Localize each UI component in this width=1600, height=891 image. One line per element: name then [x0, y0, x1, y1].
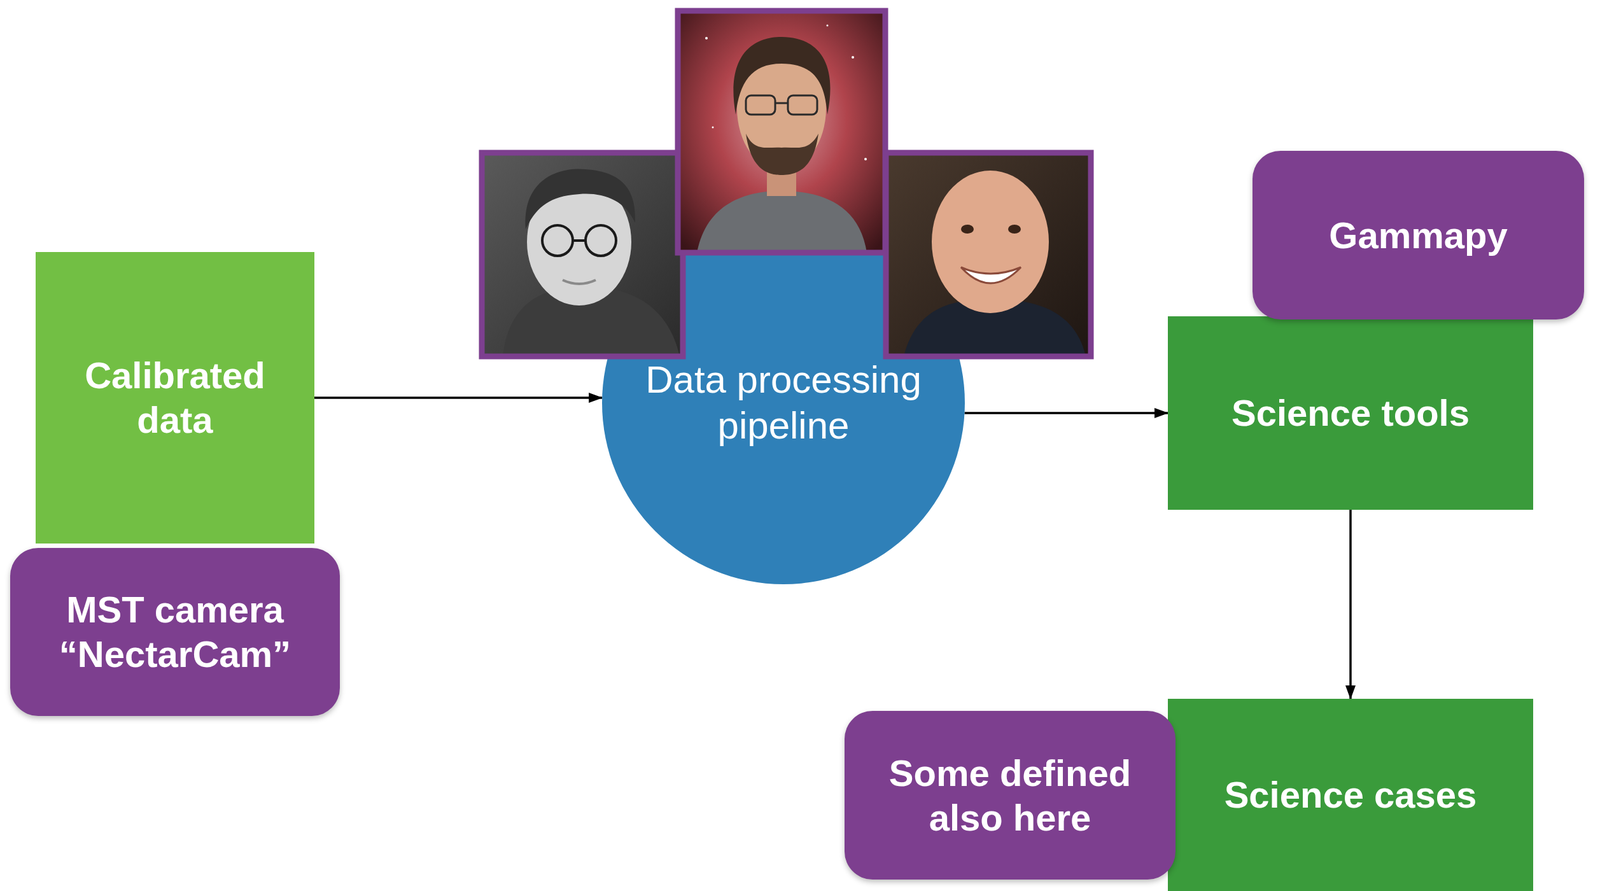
tool-tag: Gammapy [1252, 150, 1585, 320]
node-label: Science tools [1185, 390, 1516, 436]
data-box: Calibrated data [35, 252, 315, 544]
node-label: Calibrated data [53, 353, 297, 442]
node-label: Data processing pipeline [624, 357, 943, 449]
node-label: Science cases [1185, 772, 1516, 818]
process-box: Science tools [1167, 316, 1534, 510]
node-label: Some defined also here [862, 750, 1158, 840]
note-tag: Some defined also here [844, 710, 1176, 880]
camera-tag: MST camera “NectarCam” [10, 547, 340, 716]
flow-arrow [1349, 509, 1352, 699]
portrait-middle [677, 10, 886, 253]
portrait-right [885, 152, 1091, 357]
flow-arrow [314, 396, 603, 400]
node-label: MST camera “NectarCam” [28, 587, 323, 676]
portrait-left [481, 152, 683, 357]
flow-arrow [964, 411, 1168, 415]
circle-outline [602, 221, 965, 585]
process-box: Science cases [1167, 698, 1534, 891]
node-label: Gammapy [1270, 213, 1567, 258]
